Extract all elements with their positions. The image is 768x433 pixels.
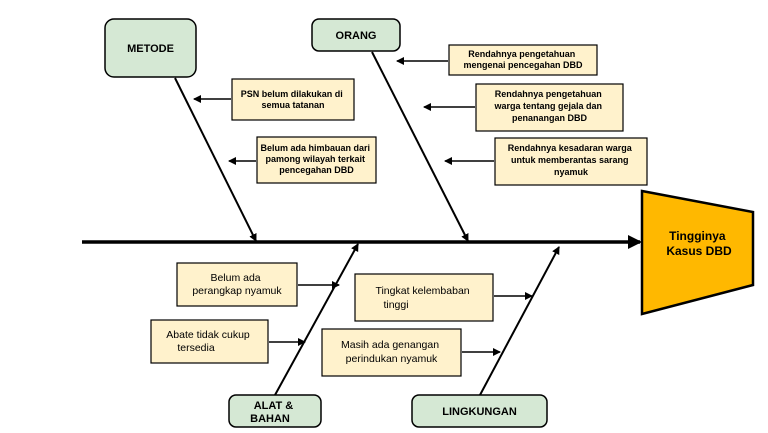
svg-text:PSN belum dilakukan di s: PSN belum dilakukan di semua tatanan xyxy=(241,89,346,110)
svg-text:ALAT & BAHAN: ALAT & BAHAN xyxy=(250,400,296,425)
category-alat-label-line-2: BAHAN xyxy=(250,413,290,425)
bone-lingkungan xyxy=(479,246,560,396)
cause-metode-2-line-1: Belum ada himbauan dari xyxy=(260,143,370,153)
effect-label-line-2: Kasus DBD xyxy=(666,244,732,258)
cause-lingkungan-1-line-2: tinggi xyxy=(383,299,408,311)
cause-orang-2-line-2: warga tentang gejala dan xyxy=(493,101,602,111)
category-orang: ORANG xyxy=(311,18,401,52)
effect-shape xyxy=(640,189,755,316)
cause-metode-1-line-2: semua tatanan xyxy=(261,100,324,110)
cause-lingkungan-2-line-1: Masih ada genangan xyxy=(341,339,439,351)
cause-metode-2-line-2: pamong wilayah terkait xyxy=(265,154,365,164)
cause-orang-1-line-1: Rendahnya pengetahuan xyxy=(468,49,575,59)
cause-box-orang-3: Rendahnya kesadaran warga untuk memberan… xyxy=(494,137,648,186)
effect-head: Tingginya Kasus DBD xyxy=(640,189,755,316)
bone-metode xyxy=(174,77,257,242)
cause-box-metode-2: Belum ada himbauan dari pamong wilayah t… xyxy=(256,136,377,184)
cause-orang-3-line-2: untuk memberantas sarang xyxy=(511,155,629,165)
category-lingkungan-label: LINGKUNGAN xyxy=(442,406,517,418)
cause-metode-2-line-3: pencegahan DBD xyxy=(279,165,354,175)
cause-lingkungan-2-line-2: perindukan nyamuk xyxy=(346,353,438,365)
cause-box-alat-2: Abate tidak cukup tersedia xyxy=(150,319,269,364)
svg-text:Abate tidak cukup tersed: Abate tidak cukup tersedia xyxy=(166,329,252,354)
svg-text:Tingkat kelembaban tingg: Tingkat kelembaban tinggi xyxy=(375,285,472,311)
svg-text:Belum ada himbauan dari: Belum ada himbauan dari pamong wilayah t… xyxy=(260,143,372,175)
cause-orang-1-line-2: mengenai pencegahan DBD xyxy=(463,60,583,70)
svg-text:Rendahnya pengetahuan me: Rendahnya pengetahuan mengenai pencegaha… xyxy=(463,49,583,70)
cause-box-lingkungan-2: Masih ada genangan perindukan nyamuk xyxy=(321,328,462,377)
bone-orang xyxy=(371,51,469,242)
cause-box-lingkungan-1: Tingkat kelembaban tinggi xyxy=(354,273,494,322)
cause-metode-1-line-1: PSN belum dilakukan di xyxy=(241,89,343,99)
category-orang-label: ORANG xyxy=(336,30,377,42)
cause-alat-1-line-1: Belum ada xyxy=(210,272,260,284)
cause-box-orang-2: Rendahnya pengetahuan warga tentang geja… xyxy=(475,83,624,132)
cause-box-alat-1: Belum ada perangkap nyamuk xyxy=(176,262,298,307)
category-alat-label-line-1: ALAT & xyxy=(254,400,294,412)
bone-alat-bahan xyxy=(274,243,359,396)
cause-alat-2-line-2: tersedia xyxy=(177,342,215,354)
cause-lingkungan-1-line-1: Tingkat kelembaban xyxy=(375,285,469,297)
cause-orang-3-line-3: nyamuk xyxy=(554,167,589,177)
cause-box-orang-1: Rendahnya pengetahuan mengenai pencegaha… xyxy=(448,44,598,76)
cause-box-metode-1: PSN belum dilakukan di semua tatanan xyxy=(231,78,355,121)
svg-text:Rendahnya kesadaran warga: Rendahnya kesadaran warga untuk memberan… xyxy=(508,143,635,177)
category-lingkungan: LINGKUNGAN xyxy=(411,394,548,428)
svg-text:Masih ada genangan perin: Masih ada genangan perindukan nyamuk xyxy=(341,339,442,365)
cause-alat-1-line-2: perangkap nyamuk xyxy=(192,285,282,297)
svg-text:Rendahnya pengetahuan wa: Rendahnya pengetahuan warga tentang geja… xyxy=(493,89,604,123)
cause-orang-3-line-1: Rendahnya kesadaran warga xyxy=(508,143,633,153)
svg-text:Tingginya Kasus DBD: Tingginya Kasus DBD xyxy=(666,229,732,258)
effect-label-line-1: Tingginya xyxy=(669,229,726,243)
category-metode-label: METODE xyxy=(127,43,174,55)
svg-text:Belum ada perangkap nyam: Belum ada perangkap nyamuk xyxy=(192,272,282,297)
category-metode: METODE xyxy=(104,18,197,78)
cause-alat-2-line-1: Abate tidak cukup xyxy=(166,329,250,341)
category-alat-bahan: ALAT & BAHAN xyxy=(228,394,322,428)
cause-orang-2-line-1: Rendahnya pengetahuan xyxy=(495,89,602,99)
cause-orang-2-line-3: penanangan DBD xyxy=(512,113,588,123)
